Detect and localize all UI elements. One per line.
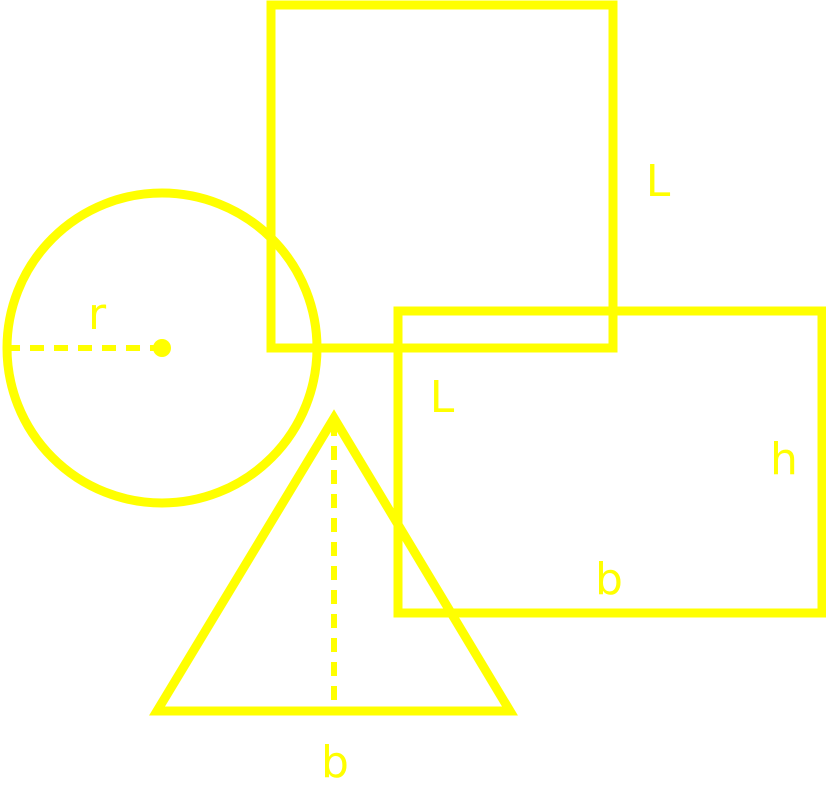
circle-center-dot (153, 339, 171, 357)
triangle-base-label: b (321, 737, 349, 788)
square (266, 0, 618, 353)
rectangle-height-label: h (770, 434, 798, 485)
square-side-label-right: L (646, 156, 671, 207)
rectangle (393, 306, 826, 618)
square-side-label-bottom: L (430, 372, 455, 423)
rectangle-base-label: b (595, 554, 623, 605)
circle-radius-label: r (88, 289, 107, 340)
